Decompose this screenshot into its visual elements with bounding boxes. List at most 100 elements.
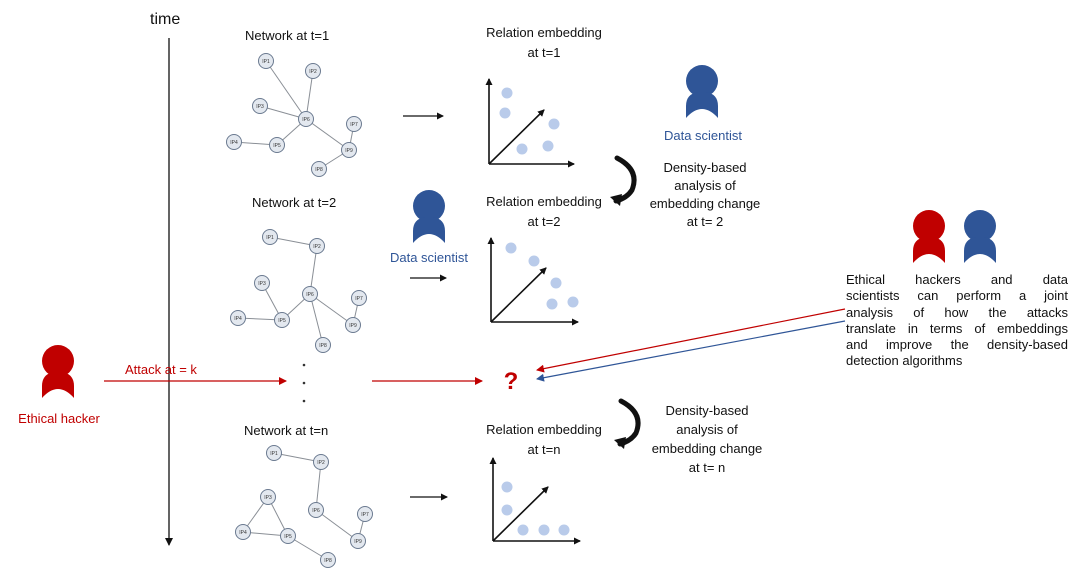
data-scientist-label-top: Data scientist xyxy=(664,128,742,143)
embedding-point xyxy=(501,504,513,516)
network-node: IP3 xyxy=(260,489,276,505)
embedding-title-t2-line2: at t=2 xyxy=(528,214,561,229)
network-node: IP1 xyxy=(266,445,282,461)
density-text-tn-line4: at t= n xyxy=(689,460,726,475)
network-node: IP8 xyxy=(315,337,331,353)
embedding-plot-t2 xyxy=(487,237,579,326)
density-analysis-arrow-tn xyxy=(617,398,641,447)
density-text-t2-line1: Density-based xyxy=(663,160,746,175)
density-text-tn-line2: analysis of xyxy=(676,422,738,437)
network-node: IP3 xyxy=(254,275,270,291)
ellipsis-dot xyxy=(302,381,306,385)
network-node-label: IP5 xyxy=(273,143,281,149)
embedding-point xyxy=(516,143,528,155)
question-mark: ? xyxy=(504,368,519,395)
embedding-title-t1-line2: at t=1 xyxy=(528,45,561,60)
embedding-point xyxy=(517,524,529,536)
network-edge xyxy=(309,293,354,326)
density-text-t2-line3: embedding change xyxy=(650,196,761,211)
network-edge xyxy=(309,293,324,346)
network-node-label: IP7 xyxy=(350,122,358,128)
embedding-plot-t1 xyxy=(485,78,575,168)
network-edge xyxy=(305,118,350,151)
network-node-label: IP1 xyxy=(262,59,270,65)
network-node: IP6 xyxy=(302,286,318,302)
network-node-label: IP8 xyxy=(319,343,327,349)
network-node-label: IP7 xyxy=(355,296,363,302)
note-line: scientists can perform a joint xyxy=(846,288,1068,304)
note-line: Ethical hackers and data xyxy=(846,272,1068,287)
data-scientist-icon xyxy=(686,65,718,118)
network-node: IP5 xyxy=(274,312,290,328)
network-title-tn: Network at t=n xyxy=(244,423,328,438)
network-node-label: IP8 xyxy=(315,167,323,173)
embedding-point xyxy=(550,277,562,289)
network-node: IP7 xyxy=(351,290,367,306)
network-node-label: IP2 xyxy=(309,69,317,75)
plot-diagonal xyxy=(488,109,545,165)
network-node: IP7 xyxy=(357,506,373,522)
network-node-label: IP9 xyxy=(345,148,353,154)
density-analysis-arrow-head xyxy=(610,194,622,206)
network-node-label: IP2 xyxy=(313,244,321,250)
network-edge xyxy=(309,245,318,295)
embedding-point xyxy=(505,242,517,254)
ethical-hacker-icon xyxy=(42,345,74,398)
network-node: IP4 xyxy=(226,134,242,150)
network-node-label: IP3 xyxy=(258,281,266,287)
network-node-label: IP1 xyxy=(270,451,278,457)
network-edge xyxy=(265,60,307,120)
network-node: IP5 xyxy=(269,137,285,153)
data-scientist-icon xyxy=(413,190,445,243)
note-line: detection algorithms xyxy=(846,353,963,369)
density-analysis-arrow-t2 xyxy=(613,155,637,204)
density-analysis-arrow-head xyxy=(614,437,626,449)
network-node: IP4 xyxy=(230,310,246,326)
embedding-point xyxy=(558,524,570,536)
embedding-title-tn-line1: Relation embedding xyxy=(486,422,602,437)
joint-analysis-arrow-blue xyxy=(536,320,846,382)
network-node-label: IP2 xyxy=(317,460,325,466)
attack-label: Attack at = k xyxy=(125,362,197,377)
ellipsis-dot xyxy=(302,399,306,403)
density-text-tn-line3: embedding change xyxy=(652,441,763,456)
network-node-label: IP9 xyxy=(354,539,362,545)
network-node-label: IP4 xyxy=(230,140,238,146)
network-node: IP2 xyxy=(313,454,329,470)
plot-diagonal xyxy=(490,267,547,323)
ellipsis-dot xyxy=(302,363,306,367)
network-node: IP1 xyxy=(262,229,278,245)
embedding-title-t2-line1: Relation embedding xyxy=(486,194,602,209)
network-node: IP9 xyxy=(341,142,357,158)
embedding-point xyxy=(499,107,511,119)
embedding-point xyxy=(538,524,550,536)
network-node: IP6 xyxy=(308,502,324,518)
embedding-point xyxy=(501,87,513,99)
density-text-tn-line1: Density-based xyxy=(665,403,748,418)
network-node: IP9 xyxy=(345,317,361,333)
network-edge xyxy=(315,461,322,511)
network-node-label: IP1 xyxy=(266,235,274,241)
ethical-hacker-label: Ethical hacker xyxy=(18,411,100,426)
data-scientist-icon xyxy=(964,210,996,263)
density-text-t2-line2: analysis of xyxy=(674,178,736,193)
network-title-t2: Network at t=2 xyxy=(252,195,336,210)
embedding-point xyxy=(546,298,558,310)
network-node: IP8 xyxy=(311,161,327,177)
embedding-title-tn-line2: at t=n xyxy=(528,442,561,457)
network-node-label: IP4 xyxy=(239,530,247,536)
network-node: IP2 xyxy=(309,238,325,254)
network-title-t1: Network at t=1 xyxy=(245,28,329,43)
joint-analysis-arrow-red xyxy=(536,308,846,373)
embedding-plot-tn xyxy=(489,457,581,545)
network-node: IP7 xyxy=(346,116,362,132)
embedding-point xyxy=(528,255,540,267)
network-node: IP6 xyxy=(298,111,314,127)
network-node-label: IP3 xyxy=(256,104,264,110)
data-scientist-label-middle: Data scientist xyxy=(390,250,468,265)
joint-analysis-note: Ethical hackers and data scientists can … xyxy=(846,272,1068,370)
embedding-title-t1-line1: Relation embedding xyxy=(486,25,602,40)
